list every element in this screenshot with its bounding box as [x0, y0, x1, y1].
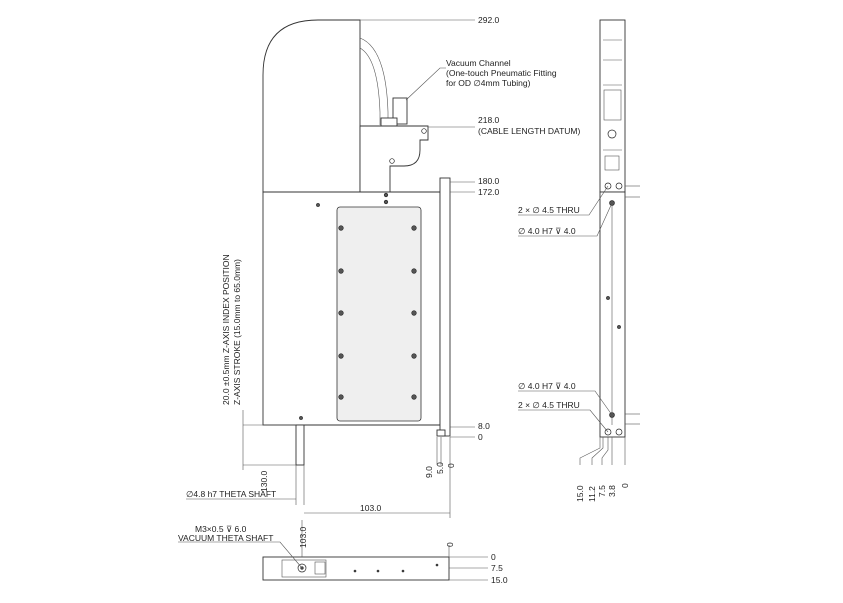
z-axis-stroke-label: Z-AXIS STROKE (15.0mm to 65.0mm) [232, 259, 242, 405]
dim-103-horizontal: 103.0 [360, 503, 382, 513]
vacuum-theta-shaft-label: VACUUM THETA SHAFT [178, 533, 273, 543]
side-view: 2 × ∅ 4.5 THRU ∅ 4.0 H7 ⊽ 4.0 ∅ 4.0 H7 ⊽… [518, 19, 640, 502]
side-dim-11-2: 11.2 [587, 486, 597, 502]
bottom-dim-0-vertical: 0 [445, 542, 455, 547]
upper-h7-hole-label: ∅ 4.0 H7 ⊽ 4.0 [518, 226, 576, 236]
right-column [439, 177, 451, 437]
upper-thru-hole-label: 2 × ∅ 4.5 THRU [518, 205, 580, 215]
dim-5: 5.0 [435, 462, 445, 474]
dim-9: 9.0 [424, 466, 434, 478]
theta-shaft [295, 424, 305, 466]
bottom-dim-7-5: 7.5 [491, 563, 503, 573]
dim-292: 292.0 [478, 15, 500, 25]
lower-h7-hole-label: ∅ 4.0 H7 ⊽ 4.0 [518, 381, 576, 391]
front-view: 292.0 218.0 (CABLE LENGTH DATUM) 180.0 1… [186, 15, 580, 518]
bottom-dim-15: 15.0 [491, 575, 508, 585]
bracket [359, 125, 429, 193]
theta-shaft-label: ∅4.8 h7 THETA SHAFT [186, 489, 276, 499]
dim-172: 172.0 [478, 187, 500, 197]
dim-0: 0 [478, 432, 483, 442]
vacuum-note-line1: Vacuum Channel [446, 58, 511, 68]
side-body [599, 191, 626, 438]
vacuum-note-line3: for OD ∅4mm Tubing) [446, 78, 531, 88]
z-axis-index-label: 20.0 ±0.5mm Z-AXIS INDEX POSITION [221, 254, 231, 405]
cable-length-datum: (CABLE LENGTH DATUM) [478, 126, 580, 136]
dim-0-bottom: 0 [446, 463, 456, 468]
vacuum-note-line2: (One-touch Pneumatic Fitting [446, 68, 557, 78]
lower-thru-hole-label: 2 × ∅ 4.5 THRU [518, 400, 580, 410]
side-dim-15: 15.0 [575, 485, 585, 502]
bottom-view: M3×0.5 ⊽ 6.0 VACUUM THETA SHAFT 103.0 0 … [178, 520, 508, 585]
cable-chain [359, 37, 389, 125]
bottom-dim-0: 0 [491, 552, 496, 562]
dim-180: 180.0 [478, 176, 500, 186]
cover-panel [336, 206, 422, 422]
side-dim-7-5: 7.5 [597, 485, 607, 497]
dim-130: 130.0 [259, 470, 269, 492]
bottom-plate [262, 556, 450, 581]
dim-218: 218.0 [478, 115, 500, 125]
m3-thread-note: M3×0.5 ⊽ 6.0 [195, 524, 247, 534]
side-dim-3-8: 3.8 [607, 485, 617, 497]
side-dim-0: 0 [620, 483, 630, 488]
upper-housing [262, 19, 361, 193]
vacuum-fitting [392, 97, 408, 125]
dim-8: 8.0 [478, 421, 490, 431]
bottom-dim-103-vertical: 103.0 [298, 526, 308, 548]
